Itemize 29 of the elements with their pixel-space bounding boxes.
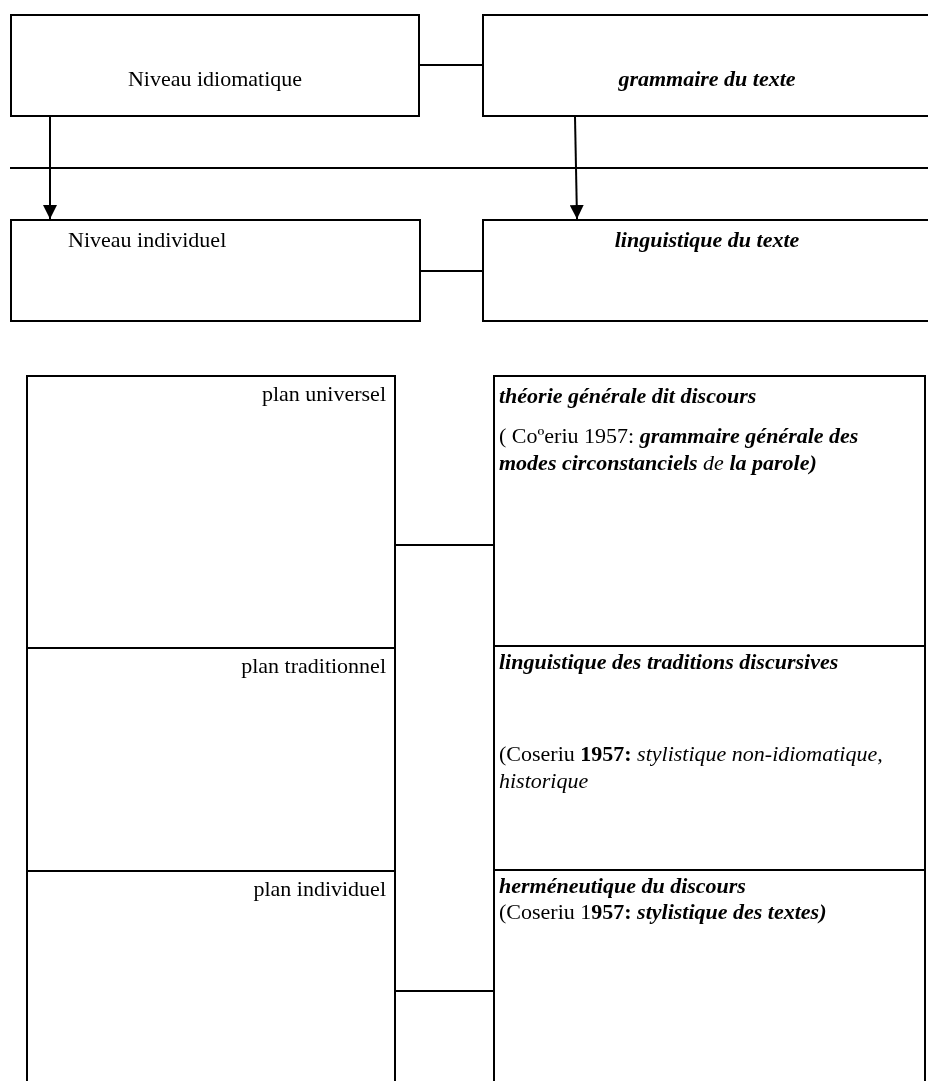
heading-text: linguistique du texte: [613, 227, 801, 254]
level-label: Niveau idiomatique: [126, 66, 304, 93]
level-box: [10, 14, 420, 117]
reference-text: (Coseriu 1957: stylistique non-idiomatique, historique: [499, 741, 884, 795]
reference-text: (Coseriu 1957: stylistique des textes): [499, 899, 828, 926]
arrow: [569, 116, 584, 220]
connector-line: [420, 270, 483, 272]
level-label: plan traditionnel: [240, 653, 386, 680]
level-label: Niveau individuel: [68, 227, 228, 254]
level-box: [10, 219, 421, 322]
arrow: [43, 116, 57, 220]
heading-text: herméneutique du discours: [499, 873, 747, 900]
discipline-box: [493, 645, 926, 871]
level-box: [26, 647, 396, 872]
heading-text: grammaire du texte: [617, 66, 797, 93]
discipline-box: [482, 14, 928, 117]
level-label: plan universel: [260, 381, 386, 408]
connector-line: [395, 990, 494, 992]
connector-line: [395, 544, 494, 546]
level-label: plan individuel: [252, 876, 386, 903]
discipline-box: [482, 219, 928, 322]
reference-text: ( Coºeriu 1957: grammaire générale des modes circonstanciels de la parole): [499, 423, 860, 477]
connector-line: [419, 64, 483, 66]
discipline-box: [493, 375, 926, 647]
heading-text: linguistique des traditions discursives: [499, 649, 840, 676]
level-box: [26, 870, 396, 1081]
discipline-box: [493, 869, 926, 1081]
heading-text: théorie générale dit discours: [499, 383, 758, 410]
level-box: [26, 375, 396, 649]
